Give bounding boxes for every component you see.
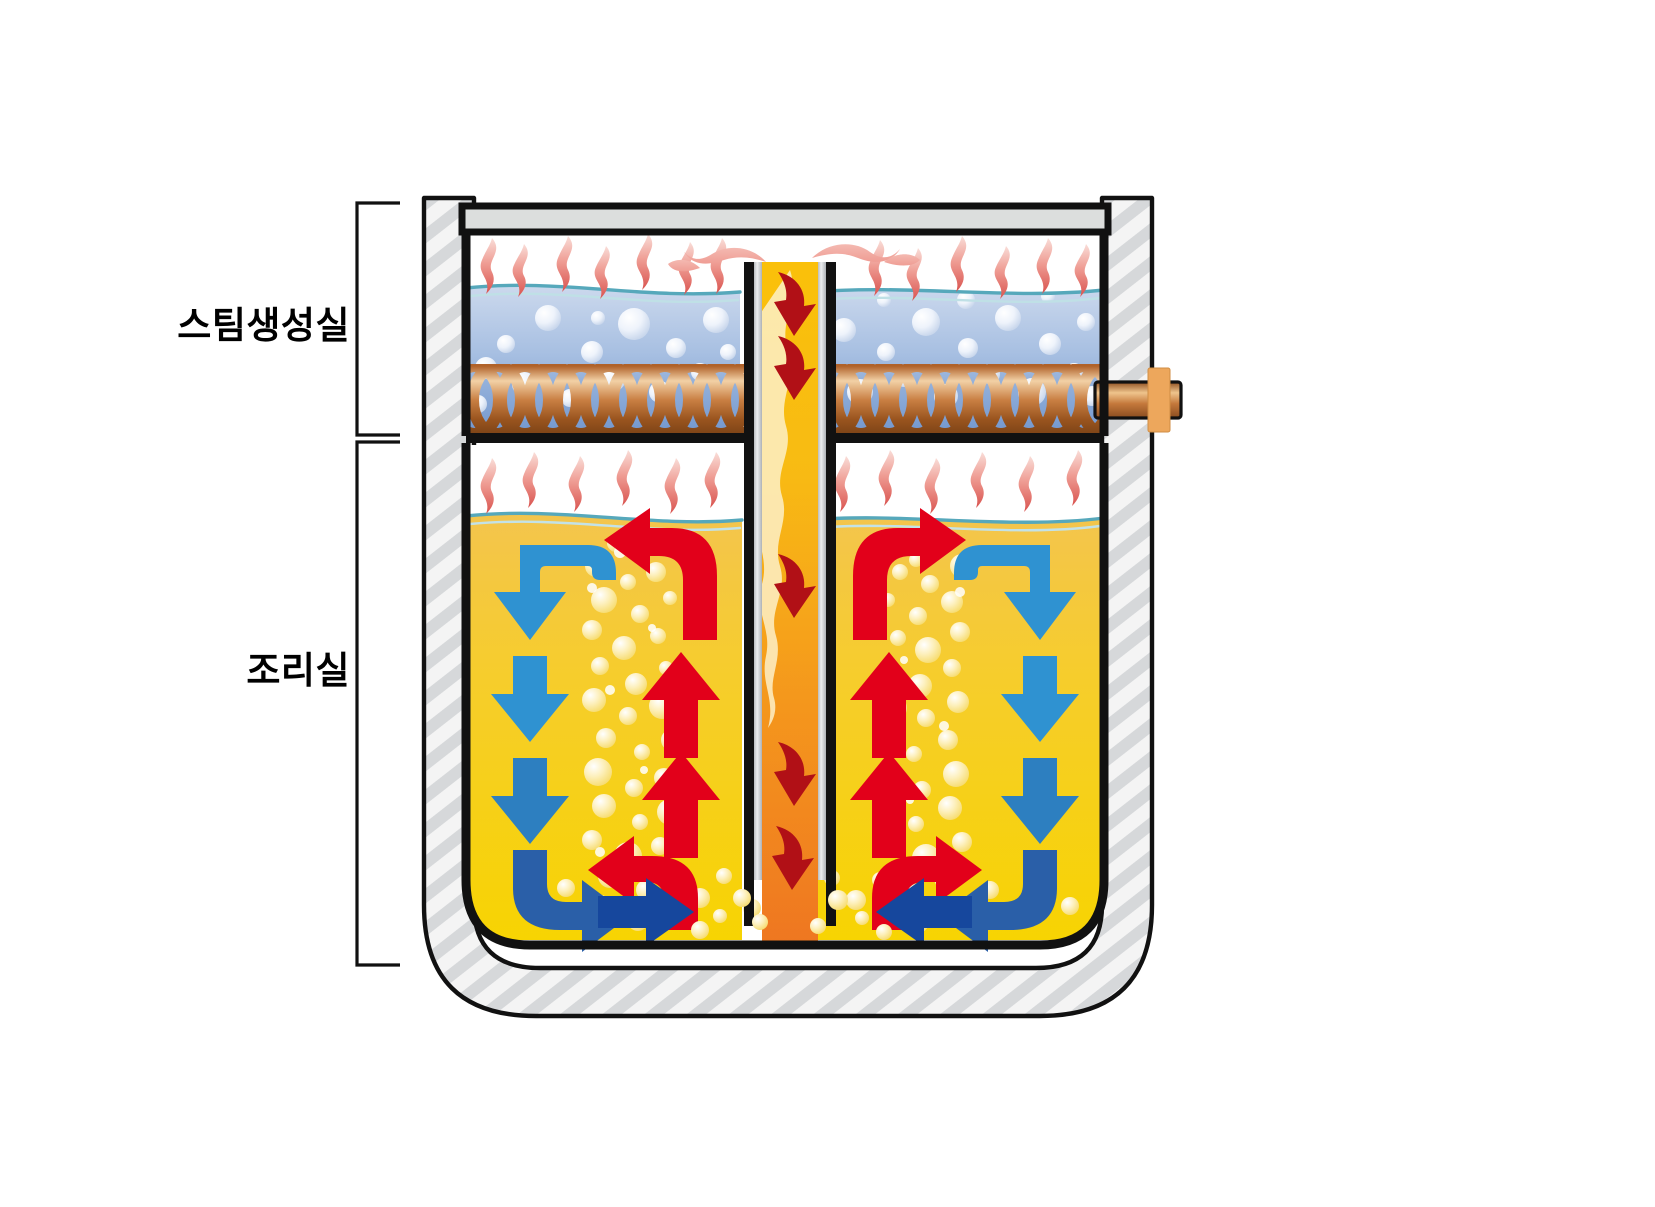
bottom-crossflow-arrow-right bbox=[876, 878, 972, 946]
chamber-brackets bbox=[355, 201, 400, 967]
bottom-crossflow-arrow-left bbox=[598, 878, 694, 946]
flue-gas-arrows bbox=[772, 272, 816, 890]
lid-bar bbox=[458, 202, 1112, 236]
steam-chamber-label: 스팀생성실 bbox=[177, 305, 350, 346]
central-flue bbox=[691, 262, 892, 942]
steam-chamber-bracket bbox=[355, 201, 400, 437]
broth-surface-line bbox=[464, 511, 1106, 532]
copper-outlet-pipe bbox=[1093, 367, 1183, 433]
inner-wall-outline bbox=[461, 216, 1109, 950]
cooking-chamber-bracket bbox=[355, 440, 400, 967]
flue-exit-bubbles bbox=[691, 889, 892, 940]
insulated-outer-wall bbox=[421, 195, 1155, 1019]
steam-wisps-cooking-chamber bbox=[480, 450, 1083, 514]
flame-ribbon bbox=[752, 270, 793, 728]
convection-arrows bbox=[491, 508, 1079, 952]
flue-steam-plume bbox=[668, 244, 920, 272]
water-surface-line bbox=[464, 283, 1106, 304]
cooking-chamber-label: 조리실 bbox=[246, 650, 350, 691]
